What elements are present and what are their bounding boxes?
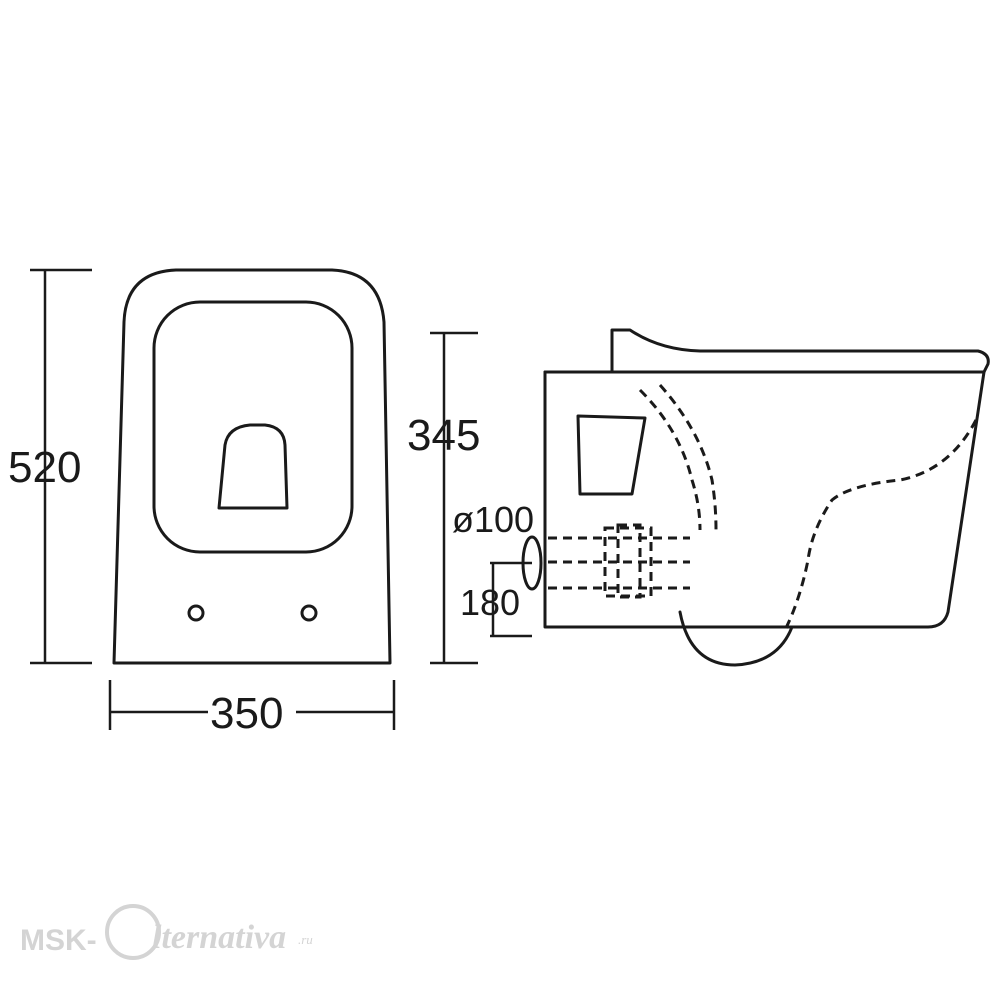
dimension-345: 345 [407,331,480,665]
dimension-180: 180 [460,561,532,638]
side-bowl-belly [678,610,794,667]
watermark-script: lternativa [152,919,286,956]
side-view [521,328,990,667]
dim-label-350: 350 [210,689,283,738]
side-bowl-body [543,370,986,629]
front-view [112,268,392,665]
watermark-at-icon [105,904,161,960]
dim-label-pipe-diameter: ø100 [452,499,534,540]
front-seat-outline [152,300,354,554]
side-seat-lid [610,328,990,374]
side-inner-bowl-curve [783,419,978,631]
dim-label-345: 345 [407,411,480,460]
dimension-350: 350 [108,680,396,738]
front-mount-hole-left [187,604,205,622]
side-outlet-pipe [548,523,690,599]
watermark: MSK- lternativa .ru [20,904,313,960]
front-outer-body [112,268,392,665]
watermark-prefix: MSK- [20,924,97,957]
front-bowl-opening [217,423,289,510]
watermark-suffix: .ru [298,932,313,947]
side-flush-channel [638,388,702,531]
side-rear-window [576,414,647,496]
dim-label-520: 520 [8,443,81,492]
dim-label-180: 180 [460,582,520,623]
front-mount-hole-right [300,604,318,622]
dimension-520: 520 [8,268,92,665]
